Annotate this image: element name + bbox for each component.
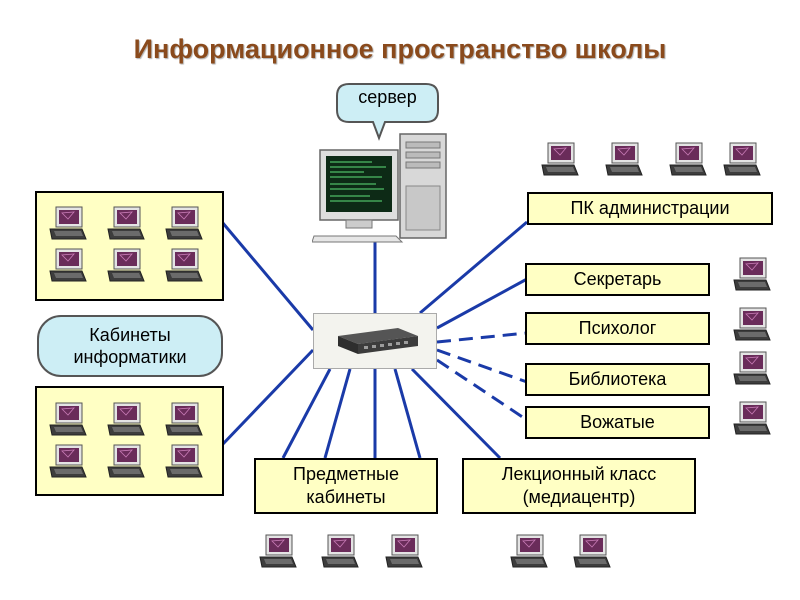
link-subject-1 xyxy=(281,368,332,459)
laptop-icon xyxy=(164,443,204,481)
link-secretary xyxy=(436,277,528,330)
laptop-icon xyxy=(48,247,88,285)
secretary-box: Секретарь xyxy=(525,263,710,296)
lecture-hall-box: Лекционный класс (медиацентр) xyxy=(462,458,696,514)
laptop-icon xyxy=(604,141,644,179)
laptop-icon xyxy=(164,205,204,243)
server-callout xyxy=(336,83,439,141)
laptop-icon xyxy=(106,205,146,243)
laptop-icon xyxy=(732,306,772,344)
laptop-icon xyxy=(48,205,88,243)
server-icon xyxy=(312,133,447,243)
laptop-icon xyxy=(48,443,88,481)
link-admin xyxy=(419,220,528,315)
laptop-icon xyxy=(106,247,146,285)
laptop-icon xyxy=(164,247,204,285)
laptop-icon xyxy=(732,350,772,388)
link-lab-top xyxy=(220,221,315,331)
laptop-icon xyxy=(572,533,612,571)
laptop-icon xyxy=(164,401,204,439)
link-lab-bottom xyxy=(220,348,315,447)
psychologist-box: Психолог xyxy=(525,312,710,345)
laptop-icon xyxy=(722,141,762,179)
link-counselors xyxy=(436,358,528,422)
computer-class-label: Кабинеты информатики xyxy=(37,315,223,377)
server-label: сервер xyxy=(358,87,417,107)
link-psychologist xyxy=(436,331,528,344)
laptop-icon xyxy=(668,141,708,179)
page-title: Информационное пространство школы xyxy=(133,34,667,64)
counselors-box: Вожатые xyxy=(525,406,710,439)
subject-rooms-box: Предметные кабинеты xyxy=(254,458,438,514)
network-switch xyxy=(313,313,437,369)
laptop-icon xyxy=(540,141,580,179)
link-lecture xyxy=(410,367,502,460)
laptop-icon xyxy=(106,443,146,481)
laptop-icon xyxy=(509,533,549,571)
laptop-icon xyxy=(384,533,424,571)
laptop-icon xyxy=(48,401,88,439)
laptop-icon xyxy=(258,533,298,571)
link-subject-2 xyxy=(323,368,352,459)
admin-pc-box: ПК администрации xyxy=(527,192,773,225)
link-library xyxy=(436,348,528,384)
library-box: Библиотека xyxy=(525,363,710,396)
switch-icon xyxy=(338,328,418,354)
laptop-icon xyxy=(732,400,772,438)
link-subject-4 xyxy=(393,368,422,459)
laptop-icon xyxy=(320,533,360,571)
laptop-icon xyxy=(732,256,772,294)
laptop-icon xyxy=(106,401,146,439)
